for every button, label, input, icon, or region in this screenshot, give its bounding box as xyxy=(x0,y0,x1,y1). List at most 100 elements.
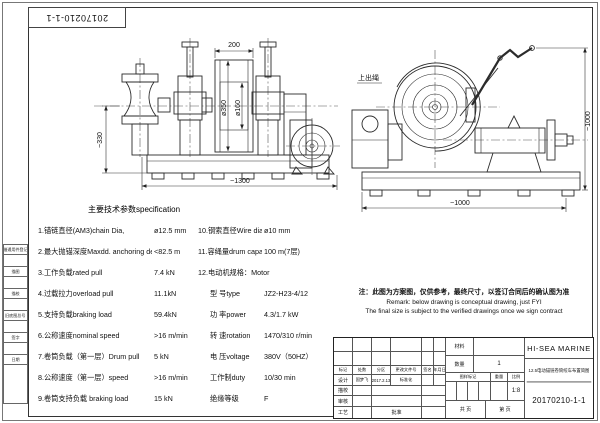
tb-process-label: 工艺 xyxy=(334,407,353,418)
dim-length: ~1300 xyxy=(230,178,250,185)
tb-change-doc-header: 更改文件号 xyxy=(391,366,422,375)
dim-200: 200 xyxy=(228,42,240,49)
dim-side-length: ~1000 xyxy=(450,200,470,207)
tb-empty-cell xyxy=(457,382,468,401)
tb-count-header: 处数 xyxy=(353,366,372,375)
spec-left-column: 1.锚链直径(AM3)chain Dia,ø12.5 mm 2.最大抛锚深度Ma… xyxy=(38,220,200,409)
tb-empty-cell xyxy=(334,338,353,352)
tb-company-name: HI-SEA MARINE xyxy=(525,338,593,359)
tb-trace-check-label: 描校 xyxy=(334,386,353,396)
strip-label: 日期 xyxy=(11,356,20,362)
tb-scale-label: 比例 xyxy=(508,373,525,382)
tb-scale-value: 1:8 xyxy=(508,382,525,401)
tb-drawing-title: 12.5电动锚链卷筒绞车布置简图 xyxy=(526,360,592,383)
sheet-inner-border xyxy=(28,7,593,417)
tb-weight-value xyxy=(491,382,508,401)
dim-drum-dia: ø350 xyxy=(221,100,228,116)
tb-empty-cell xyxy=(422,396,446,407)
tb-signature-header: 签名 xyxy=(422,366,434,375)
tb-date-header: 年月日 xyxy=(434,366,446,375)
tb-empty-cell xyxy=(422,375,434,386)
tb-weight-label: 重量 xyxy=(491,373,508,382)
tb-empty-cell xyxy=(391,352,422,366)
spec-item: 8.公称速度（第一层）speed>16 m/min xyxy=(38,367,200,388)
tb-empty-cell xyxy=(372,386,422,396)
tb-review-label: 审核 xyxy=(334,396,353,407)
strip-label: 签字 xyxy=(11,334,20,340)
tb-total-pages: 共 页 xyxy=(446,401,486,418)
tb-drawing-number: 20170210-1-1 xyxy=(532,396,586,405)
tb-designer-name: 国梦飞 xyxy=(353,375,372,386)
dim-height: ~330 xyxy=(97,132,104,148)
front-view-drawing: 200 ø350 ø160 ~330 ~1300 xyxy=(94,38,340,190)
tb-empty-cell xyxy=(353,338,372,352)
tb-empty-cell xyxy=(434,338,446,352)
tb-empty-cell xyxy=(422,407,446,418)
spec-title: 主要技术参数specification xyxy=(88,205,181,214)
tb-empty-cell xyxy=(353,396,372,407)
remark-note: 注：此图为方案图，仅供参考，最终尺寸，以签订合同后的确认图为准 Remark: … xyxy=(336,288,592,316)
side-top-label: 上出绳 xyxy=(358,73,379,82)
tb-empty-cell xyxy=(479,382,491,401)
tb-mark-header: 标记 xyxy=(334,366,353,375)
spec-item: 6.公称速度nominal speed>16 m/min xyxy=(38,325,200,346)
drawing-number-top-box: 20170210-1-1 xyxy=(28,7,126,28)
tb-empty-cell xyxy=(372,338,391,352)
strip-label: 描校 xyxy=(11,290,20,296)
remark-cn: 注：此图为方案图，仅供参考，最终尺寸，以签订合同后的确认图为准 xyxy=(358,289,570,296)
spec-item: 2.最大抛锚深度Maxdd. anchoring depth<82.5 m xyxy=(38,241,200,262)
strip-label: 旧底图总号 xyxy=(5,312,26,318)
tb-empty-cell xyxy=(422,352,434,366)
tb-empty-cell xyxy=(372,352,391,366)
spec-item: 1.锚链直径(AM3)chain Dia,ø12.5 mm xyxy=(38,220,200,241)
strip-cell xyxy=(3,364,28,404)
remark-en-2: The final size is subject to the verifie… xyxy=(365,308,563,315)
tb-empty-cell xyxy=(422,338,434,352)
tb-design-label: 设计 xyxy=(334,375,353,386)
remark-en-1: Remark: below drawing is conceptual draw… xyxy=(386,299,542,306)
tb-page-no: 第 页 xyxy=(486,401,525,418)
tb-zone-header: 分区 xyxy=(372,366,391,375)
tb-design-date: 2017.2.13 xyxy=(372,375,391,386)
tb-material-value xyxy=(474,338,525,356)
tb-empty-cell xyxy=(446,382,457,401)
tb-approve-label: 批准 xyxy=(372,407,422,418)
tb-empty-cell xyxy=(372,396,422,407)
left-margin-strip: 借通用件登记 描图 描校 旧底图总号 签字 日期 xyxy=(3,244,28,417)
title-block: 标记 处数 分区 更改文件号 签名 年月日 设计 国梦飞 2017.2.13 标… xyxy=(333,337,594,419)
tb-empty-cell xyxy=(434,375,446,386)
spec-right-column: 10.钢索直径Wire dia.ø10 mm 11.容绳量drum capaci… xyxy=(198,220,336,409)
tb-empty-cell xyxy=(468,382,479,401)
tb-empty-cell xyxy=(353,352,372,366)
dim-barrel-dia: ø160 xyxy=(235,100,242,116)
drawing-number-top: 20170210-1-1 xyxy=(45,12,109,23)
dim-side-height: ~1000 xyxy=(585,111,592,131)
tb-empty-cell xyxy=(353,407,372,418)
side-view-drawing: 上出绳 xyxy=(351,45,592,212)
tb-quantity-label: 数量 xyxy=(446,356,474,373)
spec-item: 10.钢索直径Wire dia.ø10 mm xyxy=(198,220,336,241)
strip-label: 描图 xyxy=(11,268,20,274)
tb-empty-cell xyxy=(334,352,353,366)
strip-label: 借通用件登记 xyxy=(3,246,28,252)
spec-item: 12.电动机规格：Motor xyxy=(198,268,270,277)
tb-empty-cell xyxy=(353,386,372,396)
tb-quantity-value: 1 xyxy=(474,356,525,373)
tb-mark-label: 图样标记 xyxy=(446,373,491,382)
tb-empty-cell xyxy=(434,352,446,366)
tb-material-label: 材料 xyxy=(446,338,474,356)
